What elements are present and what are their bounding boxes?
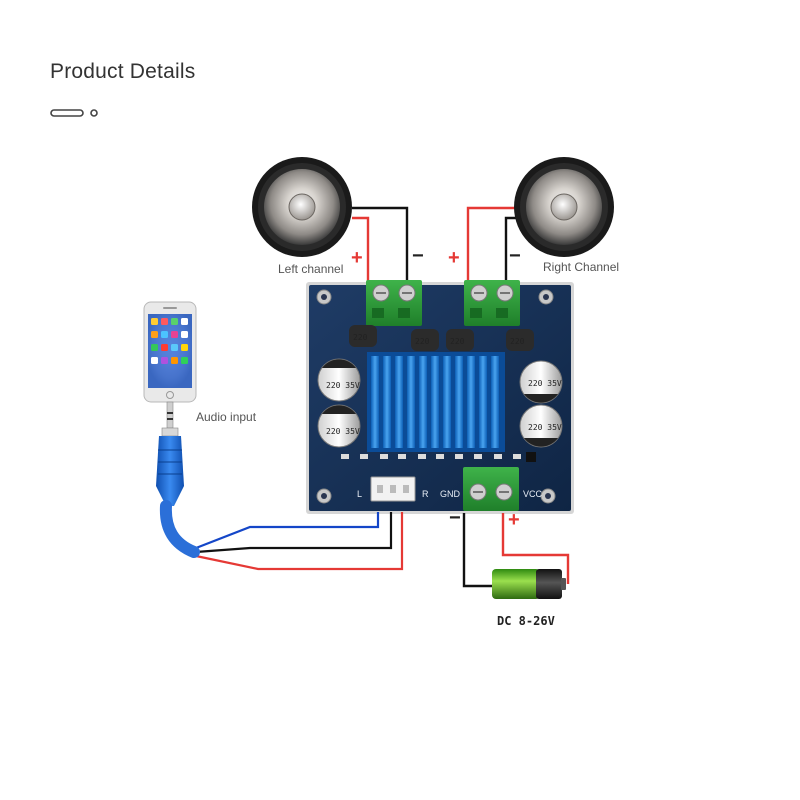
- audio-right-wire: [195, 512, 404, 571]
- audio-wires: [195, 512, 404, 571]
- audio-left-wire: [195, 512, 380, 550]
- phone-app-tile: [151, 318, 158, 325]
- phone-app-tile: [181, 318, 188, 325]
- power-supply-label: DC 8-26V: [497, 614, 555, 628]
- power-minus-sign: −: [449, 507, 461, 529]
- phone-app-tile: [151, 331, 158, 338]
- heatsink-fin: [407, 356, 415, 448]
- small-capacitors: 220 220 220 220: [349, 325, 534, 351]
- audio-jack-icon: [156, 401, 200, 558]
- svg-text:220 35V: 220 35V: [528, 423, 562, 432]
- heatsink-fin: [479, 356, 487, 448]
- power-negative-wire: [462, 513, 498, 588]
- heatsink-fin: [371, 356, 379, 448]
- phone-app-tile: [171, 344, 178, 351]
- right-plus-sign: +: [448, 247, 460, 269]
- heatsink-fin: [383, 356, 391, 448]
- smd-components: [341, 452, 536, 462]
- svg-text:220 35V: 220 35V: [326, 427, 360, 436]
- heatsink: [367, 352, 505, 452]
- amplifier-board: 220 220 220 220 220 35V 220 35V 220 35V …: [306, 280, 574, 514]
- phone-app-tile: [171, 357, 178, 364]
- svg-text:220: 220: [510, 337, 525, 346]
- power-wires: [462, 513, 570, 588]
- electrolytic-capacitors: 220 35V 220 35V 220 35V 220 35V: [317, 358, 563, 448]
- left-positive-wire: [352, 216, 370, 285]
- svg-text:220: 220: [353, 333, 368, 342]
- phone-app-tile: [161, 357, 168, 364]
- pin-label-vcc: VCC: [523, 489, 543, 499]
- phone-app-tile: [161, 331, 168, 338]
- heatsink-fin: [419, 356, 427, 448]
- heatsink-fin: [467, 356, 475, 448]
- audio-input-connector: [370, 476, 416, 502]
- svg-text:220 35V: 220 35V: [528, 379, 562, 388]
- right-positive-wire: [466, 206, 520, 285]
- heatsink-fin: [431, 356, 439, 448]
- pin-label-gnd: GND: [440, 489, 461, 499]
- phone-icon: [143, 301, 197, 403]
- audio-ground-wire: [195, 512, 393, 554]
- left-speaker-icon: [252, 157, 352, 257]
- phone-app-tile: [181, 357, 188, 364]
- heatsink-fin: [455, 356, 463, 448]
- right-channel-label: Right Channel: [543, 260, 619, 274]
- left-speaker-terminal: [366, 280, 422, 326]
- left-negative-wire: [352, 206, 409, 285]
- title-underline-decoration: [50, 109, 98, 117]
- phone-app-tile: [151, 357, 158, 364]
- heatsink-fin: [395, 356, 403, 448]
- phone-app-tile: [171, 318, 178, 325]
- speaker-wires: [352, 206, 520, 285]
- power-terminal: [463, 467, 519, 511]
- right-speaker-icon: [514, 157, 614, 257]
- power-positive-wire: [501, 513, 570, 584]
- phone-app-tile: [161, 344, 168, 351]
- left-minus-sign: −: [412, 245, 424, 267]
- phone-app-tile: [151, 344, 158, 351]
- battery-icon: [492, 569, 566, 599]
- left-plus-sign: +: [351, 247, 363, 269]
- audio-input-label: Audio input: [196, 410, 257, 424]
- pin-label-r: R: [422, 489, 429, 499]
- phone-app-tile: [181, 331, 188, 338]
- phone-app-tile: [181, 344, 188, 351]
- left-channel-label: Left channel: [278, 262, 343, 276]
- heatsink-fin: [443, 356, 451, 448]
- svg-text:220: 220: [415, 337, 430, 346]
- page-title: Product Details: [50, 60, 196, 83]
- phone-app-tile: [161, 318, 168, 325]
- pin-label-l: L: [357, 489, 362, 499]
- power-plus-sign: +: [508, 509, 520, 531]
- right-minus-sign: −: [509, 245, 521, 267]
- phone-app-tile: [171, 331, 178, 338]
- svg-text:220: 220: [450, 337, 465, 346]
- right-speaker-terminal: [464, 280, 520, 326]
- heatsink-fin: [491, 356, 499, 448]
- svg-text:220 35V: 220 35V: [326, 381, 360, 390]
